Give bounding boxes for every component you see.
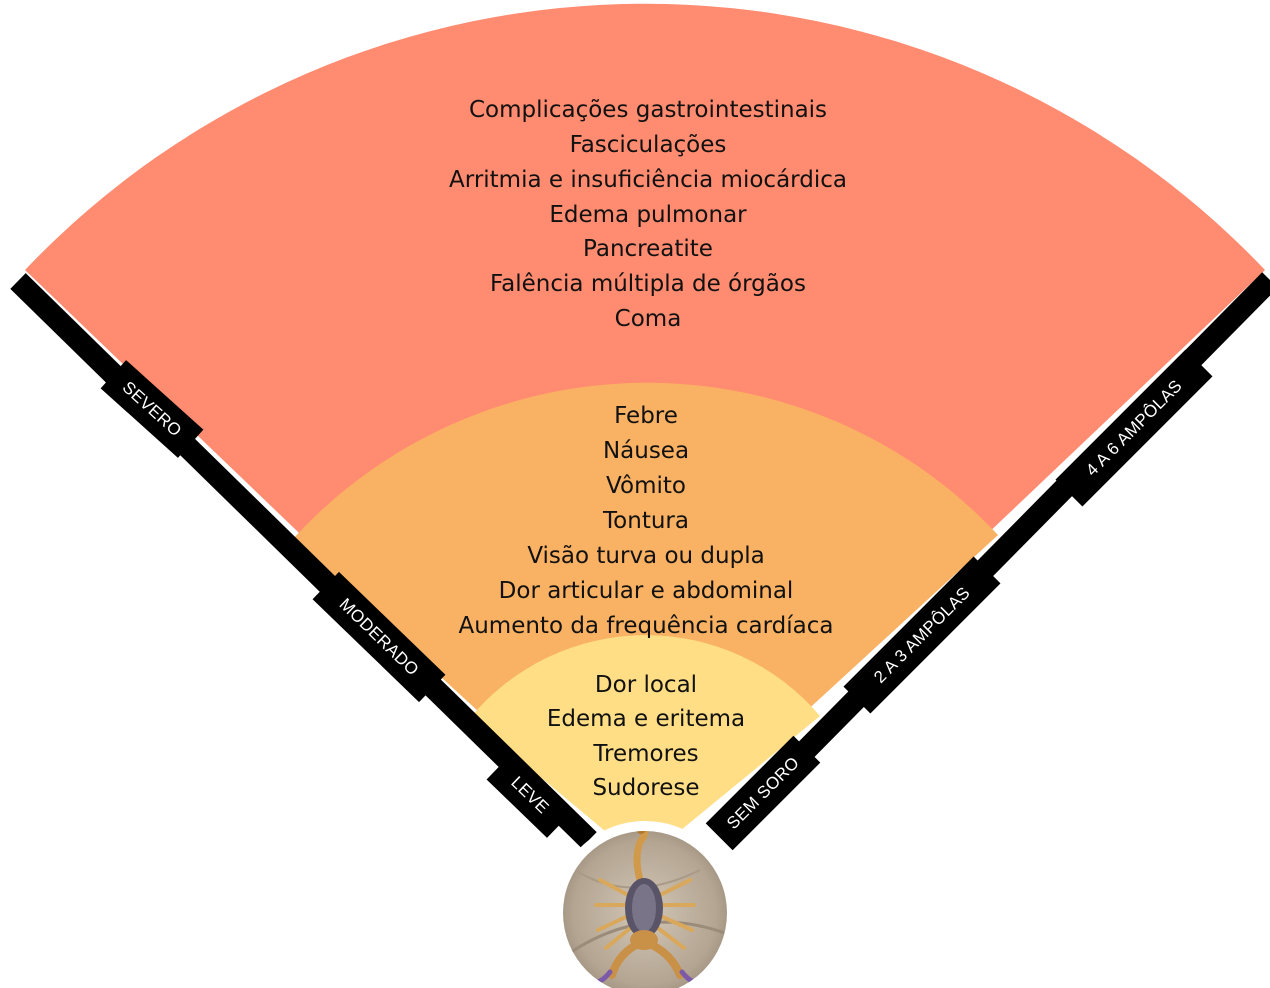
moderate-symptoms: Febre Náusea Vômito Tontura Visão turva … — [458, 403, 833, 639]
symptom-line: Coma — [615, 306, 682, 332]
symptom-line: Febre — [614, 403, 678, 429]
symptom-line: Complicações gastrointestinais — [469, 97, 827, 123]
symptom-line: Tontura — [602, 508, 689, 534]
mild-zone — [470, 635, 820, 862]
symptom-line: Náusea — [603, 438, 689, 464]
symptom-line: Pancreatite — [583, 236, 713, 262]
symptom-line: Arritmia e insuficiência miocárdica — [449, 167, 847, 193]
symptom-line: Aumento da frequência cardíaca — [458, 613, 833, 639]
symptom-line: Dor local — [595, 672, 697, 698]
symptom-line: Edema e eritema — [547, 706, 745, 732]
mild-symptoms: Dor local Edema e eritema Tremores Sudor… — [547, 672, 745, 801]
symptom-line: Sudorese — [592, 775, 699, 801]
symptom-line: Falência múltipla de órgãos — [490, 271, 806, 297]
moderate-zone — [292, 382, 998, 862]
symptom-line: Edema pulmonar — [549, 202, 747, 228]
severe-symptoms: Complicações gastrointestinais Fascicula… — [449, 97, 847, 332]
symptom-line: Vômito — [606, 473, 686, 499]
symptom-line: Fasciculações — [570, 132, 727, 158]
scorpion-icon — [587, 831, 705, 985]
symptom-line: Dor articular e abdominal — [499, 578, 794, 604]
symptom-line: Tremores — [592, 741, 698, 767]
symptom-line: Visão turva ou dupla — [527, 543, 764, 569]
scorpion-photo — [553, 821, 737, 988]
left-border-band — [10, 273, 597, 848]
